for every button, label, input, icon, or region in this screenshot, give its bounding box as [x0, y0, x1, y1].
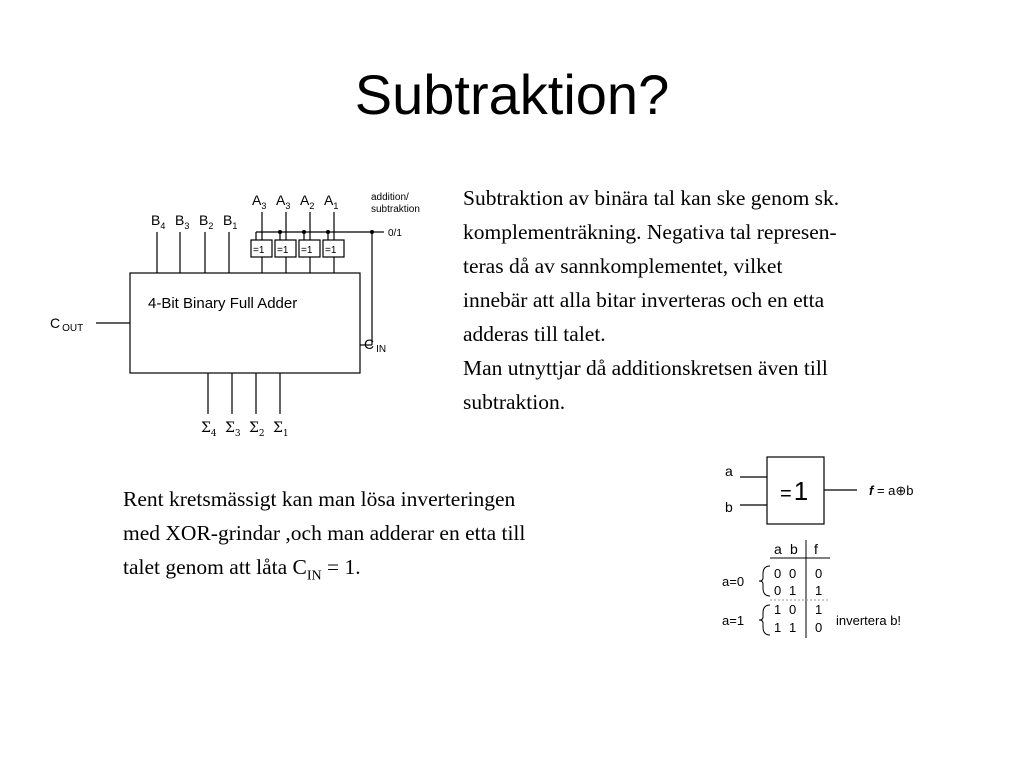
junction-dot [370, 230, 374, 234]
junction-dot [302, 230, 306, 234]
xor-box-label: =1 [301, 245, 313, 256]
adder-label: 4-Bit Binary Full Adder [148, 295, 297, 312]
control-value: 0/1 [388, 228, 402, 239]
paragraph-text: talet genom att låta C [123, 555, 307, 579]
sum-output-label: Σ1 [273, 420, 289, 439]
b-input-label: B4 [151, 212, 165, 231]
paragraph-line: med XOR-grindar ,och man adderar en etta… [123, 521, 526, 545]
table-header: f [814, 541, 818, 557]
table-cell: 0 [789, 566, 796, 581]
b-input-label: B2 [199, 212, 213, 231]
sum-output-label: Σ4 [201, 420, 217, 439]
table-cell: 1 [815, 583, 822, 598]
xor-input-a: a [725, 463, 733, 479]
xor-input-b: b [725, 499, 733, 515]
xor-box-label: =1 [277, 245, 289, 256]
adder-block [129, 272, 361, 374]
b-input-label: B1 [223, 212, 237, 231]
a-input-label: A2 [300, 192, 314, 211]
table-cell: 1 [774, 620, 781, 635]
table-cell: 1 [789, 583, 796, 598]
table-cell: 1 [789, 620, 796, 635]
paragraph-line: Rent kretsmässigt kan man lösa inverteri… [123, 487, 516, 511]
table-cell: 0 [774, 583, 781, 598]
group-label: a=0 [722, 574, 744, 589]
table-cell: 0 [815, 620, 822, 635]
paragraph-line: Subtraktion av binära tal kan ske genom … [463, 186, 840, 210]
explanation-paragraph: Subtraktion av binära tal kan ske genom … [463, 181, 839, 419]
xor-symbol: =1 [780, 476, 808, 506]
table-cell: 1 [815, 602, 822, 617]
group-brace [758, 565, 771, 597]
table-note: invertera b! [836, 613, 901, 628]
paragraph-line: subtraktion. [463, 390, 566, 414]
paragraph-line: talet genom att låta CIN = 1. [123, 550, 525, 593]
a-input-label: A1 [324, 192, 338, 211]
control-label: subtraktion [371, 204, 420, 215]
xor-box-label: =1 [325, 245, 337, 256]
paragraph-line: adderas till talet. [463, 322, 606, 346]
xor-box-label: =1 [253, 245, 265, 256]
xor-output-label: f = a⊕b [869, 483, 914, 498]
table-cell: 0 [774, 566, 781, 581]
group-brace [758, 604, 771, 636]
paragraph-text: = 1. [321, 555, 361, 579]
cin-subscript: IN [306, 568, 322, 584]
junction-dot [326, 230, 330, 234]
table-cell: 0 [789, 602, 796, 617]
sum-output-label: Σ2 [249, 420, 265, 439]
paragraph-line: Man utnyttjar då additionskretsen även t… [463, 356, 828, 380]
xor-paragraph: Rent kretsmässigt kan man lösa inverteri… [123, 482, 525, 593]
table-header: a [774, 541, 782, 557]
slide-title: Subtraktion? [354, 63, 670, 126]
junction-dot [278, 230, 282, 234]
table-cell: 0 [815, 566, 822, 581]
b-input-label: B3 [175, 212, 189, 231]
paragraph-line: teras då av sannkomplementet, vilket [463, 254, 783, 278]
table-header: b [790, 541, 798, 557]
paragraph-line: innebär att alla bitar inverteras och en… [463, 288, 825, 312]
a-input-label: A3 [252, 192, 266, 211]
group-label: a=1 [722, 613, 744, 628]
sum-output-label: Σ3 [225, 420, 241, 439]
control-label: addition/ [371, 192, 409, 203]
paragraph-line: komplementräkning. Negativa tal represen… [463, 220, 837, 244]
a-input-label: A3 [276, 192, 290, 211]
table-cell: 1 [774, 602, 781, 617]
